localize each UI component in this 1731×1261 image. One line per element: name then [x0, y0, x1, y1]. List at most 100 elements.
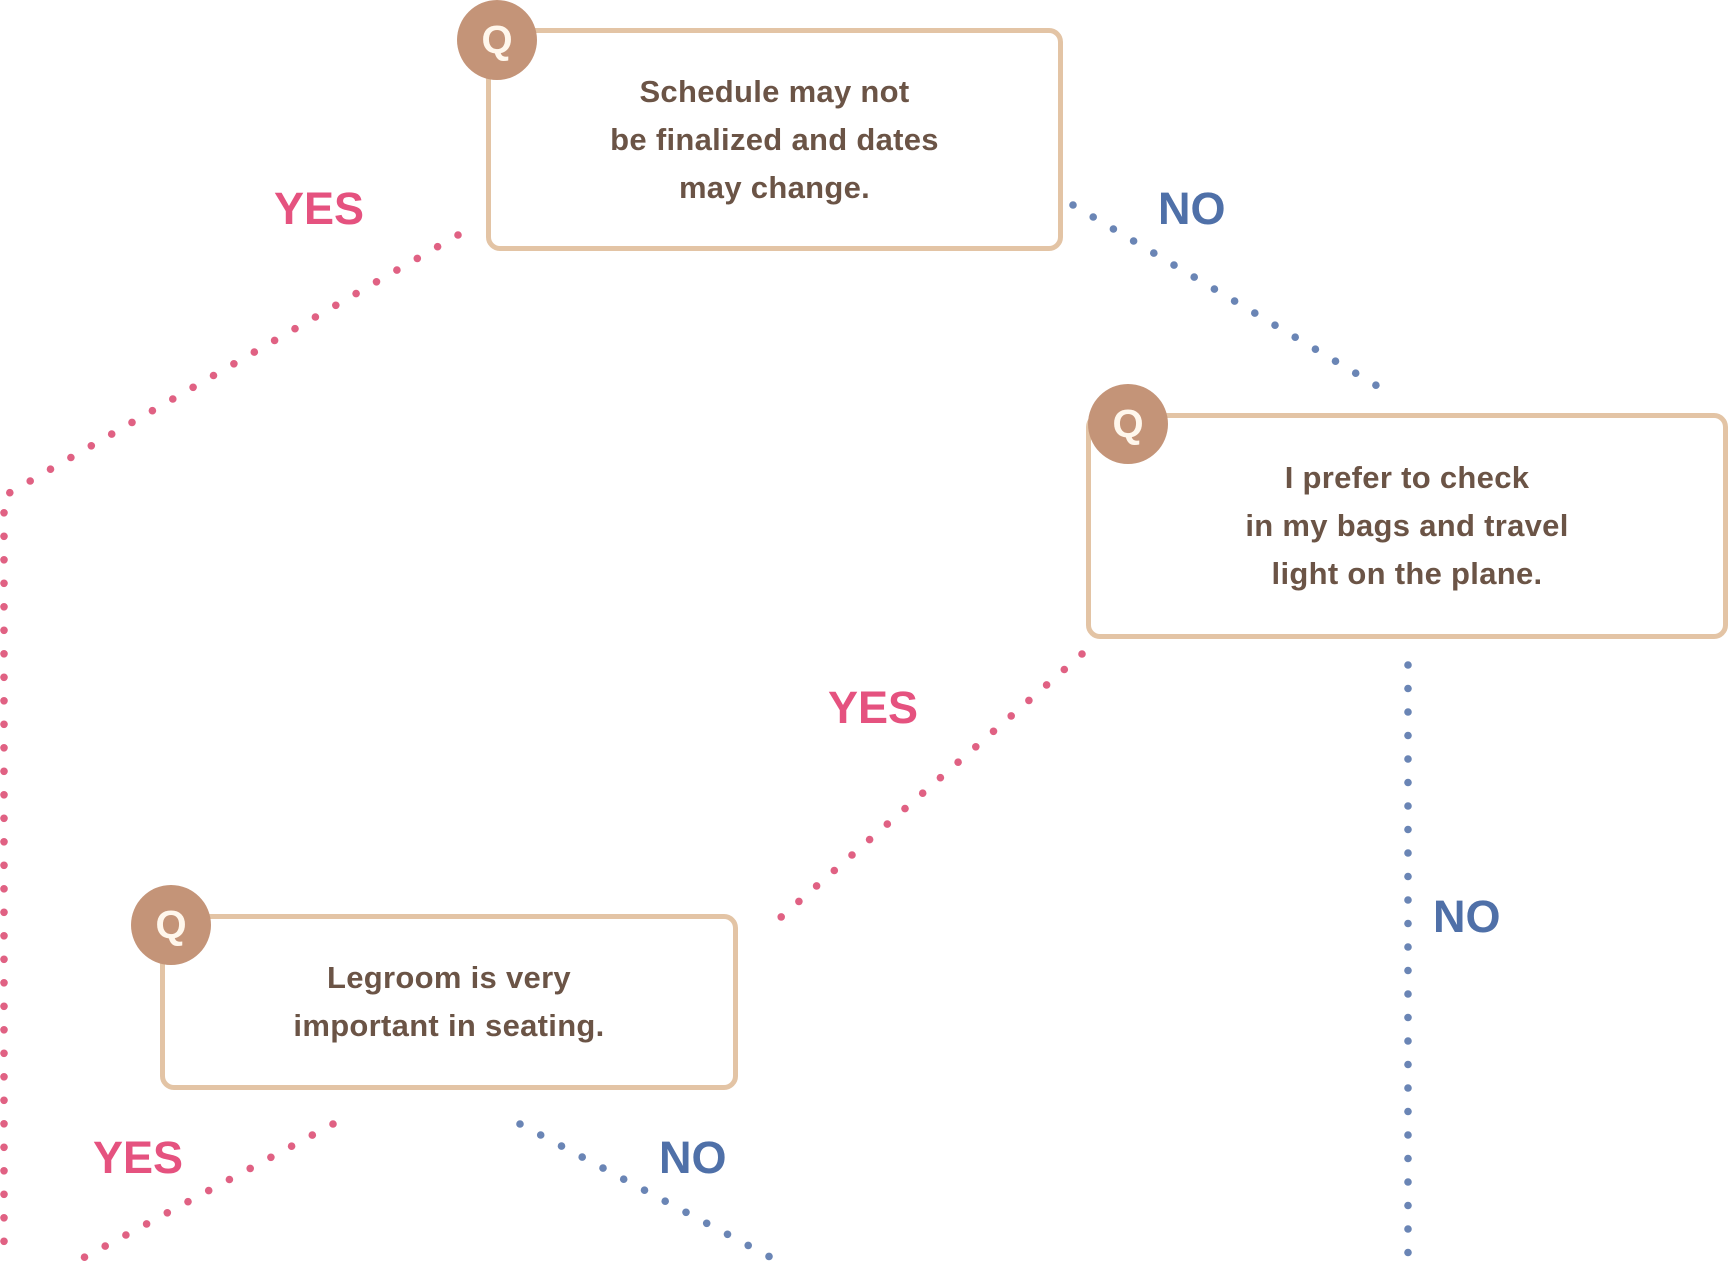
connector-dot — [1170, 261, 1178, 269]
connector-dot — [0, 603, 8, 611]
connector-dot — [204, 1186, 213, 1195]
connector-dot — [936, 773, 945, 782]
question-line: light on the plane. — [1271, 556, 1543, 591]
connector-dot — [0, 861, 8, 870]
question-line: in my bags and travel — [1245, 508, 1569, 543]
connector-dot — [0, 509, 8, 517]
connector-dot — [1129, 237, 1138, 245]
connector-dot — [1404, 825, 1412, 834]
connector-dot — [6, 488, 14, 497]
connector-dot — [0, 1143, 8, 1152]
connector-dot — [0, 720, 8, 729]
connector-dot — [1404, 966, 1412, 975]
connector-dot — [1404, 849, 1412, 857]
connector-dot — [1089, 213, 1097, 221]
connector-dot — [1007, 712, 1015, 720]
connector-dot — [0, 579, 8, 588]
label-q1-no: NO — [1158, 183, 1226, 234]
connector-dot — [1404, 896, 1412, 904]
connector-dot — [1372, 381, 1380, 390]
question-box-q3: Legroom is very important in seating. — [160, 914, 738, 1090]
connector-dot — [0, 955, 8, 964]
connector-dot — [918, 789, 927, 797]
connector-dot — [972, 743, 980, 751]
connector-dot — [225, 1175, 234, 1184]
connector-dot — [1404, 708, 1412, 716]
connector-dot — [250, 348, 259, 356]
connector-dot — [883, 820, 892, 828]
connector-dot — [0, 626, 8, 635]
connector-dot — [682, 1208, 690, 1217]
badge-letter: Q — [1112, 401, 1144, 446]
connector-dot — [1404, 684, 1412, 693]
connector-dot — [1351, 369, 1360, 378]
question-text-q2: I prefer to check in my bags and travel … — [1245, 454, 1568, 598]
connector-dot — [0, 767, 8, 776]
connector-dot — [1404, 1084, 1412, 1092]
connector-dot — [640, 1186, 649, 1194]
connector-dot — [1404, 1060, 1412, 1069]
connector-dot — [1404, 731, 1412, 740]
connector-dot — [830, 866, 839, 875]
question-line: important in seating. — [293, 1008, 605, 1043]
connector-dot — [1251, 309, 1259, 317]
connector-dot — [0, 744, 8, 752]
connector-dot — [777, 913, 785, 921]
connector-dot — [0, 791, 8, 799]
connector-dot — [1404, 1248, 1412, 1257]
connector-dot — [702, 1219, 711, 1228]
connector-dot — [46, 465, 55, 474]
question-line: may change. — [678, 169, 871, 205]
connector-dot — [67, 453, 75, 462]
connector-dot — [0, 556, 8, 564]
connector-dot — [352, 289, 360, 298]
connector-dot — [0, 1120, 8, 1128]
connector-q3-yes — [80, 1120, 337, 1261]
connector-dot — [122, 1231, 130, 1239]
connector-dot — [0, 673, 8, 682]
connector-dot — [26, 477, 34, 485]
connector-dot — [393, 266, 401, 274]
connector-dot — [1404, 1013, 1412, 1022]
question-text-q1: Schedule may not be finalized and dates … — [610, 68, 939, 212]
connector-dot — [599, 1164, 607, 1172]
connector-dot — [723, 1230, 732, 1239]
question-badge-icon: Q — [457, 0, 537, 80]
connector-dot — [536, 1131, 545, 1139]
connector-dot — [0, 1190, 8, 1199]
connector-dot — [1150, 249, 1158, 257]
connector-dot — [765, 1252, 773, 1261]
connector-dot — [0, 1237, 8, 1246]
question-line: Schedule may not — [639, 73, 910, 109]
connector-dot — [0, 885, 8, 893]
connector-dot — [433, 242, 442, 251]
connector-dot — [87, 442, 96, 450]
connector-dot — [1404, 990, 1412, 998]
connector-q2-yes — [777, 650, 1086, 921]
connector-dot — [1109, 225, 1118, 233]
connector-dot — [1404, 1225, 1412, 1233]
connector-dot — [287, 1142, 296, 1150]
connector-dot — [230, 360, 238, 368]
connector-dot — [246, 1164, 254, 1173]
connector-dot — [0, 908, 8, 917]
connector-dot — [1404, 1131, 1412, 1139]
connector-dot — [0, 1073, 8, 1081]
connector-dot — [0, 932, 8, 940]
connector-dot — [661, 1197, 669, 1205]
question-line: be finalized and dates — [610, 121, 939, 157]
connector-dot — [1331, 357, 1340, 366]
connector-dot — [744, 1241, 752, 1250]
connector-dot — [0, 1049, 8, 1058]
connector-dot — [1404, 1107, 1412, 1116]
connector-dot — [1404, 943, 1412, 951]
label-q2-no: NO — [1433, 891, 1501, 942]
connector-dot — [619, 1175, 628, 1183]
connector-dot — [332, 301, 340, 310]
connector-dot — [1404, 1178, 1412, 1186]
connector-dot — [1042, 681, 1051, 689]
connector-dot — [0, 697, 8, 705]
connector-dot — [1271, 321, 1279, 330]
connector-dot — [1404, 919, 1412, 928]
